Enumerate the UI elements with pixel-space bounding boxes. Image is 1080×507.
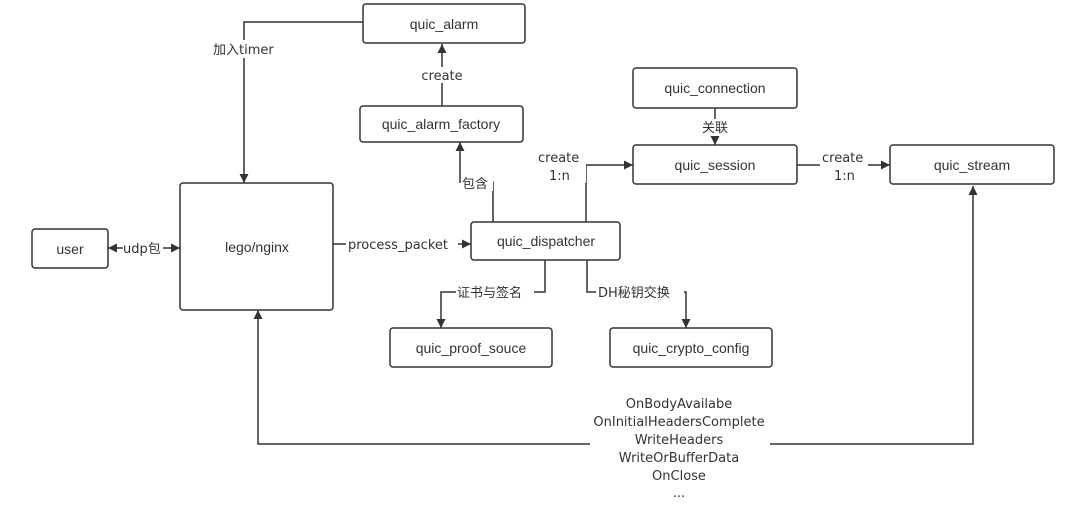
label-cert-sign: 证书与签名 — [457, 285, 522, 301]
callback-item: WriteOrBufferData — [619, 451, 739, 466]
node-quic-alarm[interactable]: quic_alarm — [362, 3, 526, 44]
label-contains: 包含 — [462, 176, 488, 192]
label-create-session-1: create — [538, 151, 579, 166]
label-udp-packet: udp包 — [123, 242, 161, 257]
label-add-timer: 加入timer — [213, 43, 274, 58]
node-quic-stream-label: quic_stream — [934, 157, 1010, 173]
label-create-alarm: create — [421, 69, 462, 84]
node-quic-alarm-factory-label: quic_alarm_factory — [382, 116, 500, 132]
node-quic-connection[interactable]: quic_connection — [632, 67, 798, 109]
callback-item: ... — [673, 486, 685, 501]
node-user[interactable]: user — [31, 228, 109, 269]
label-bg-create-session — [536, 149, 586, 183]
node-quic-crypto-config-label: quic_crypto_config — [633, 340, 750, 356]
callback-list: OnBodyAvailabe OnInitialHeadersComplete … — [593, 397, 764, 501]
label-bg-relate — [697, 119, 733, 136]
node-lego-nginx[interactable]: lego/nginx — [179, 182, 334, 311]
label-bg-contains — [461, 174, 493, 191]
edge-alarm-to-nginx — [239, 21, 363, 183]
label-bg-dh-key — [596, 284, 684, 301]
node-quic-dispatcher-label: quic_dispatcher — [497, 233, 595, 249]
label-bg-add-timer — [208, 40, 284, 58]
edge-stream-nginx-callbacks — [253, 186, 978, 445]
node-quic-proof-souce[interactable]: quic_proof_souce — [389, 327, 553, 368]
label-bg-cert-sign — [456, 284, 534, 301]
label-create-session-2: 1:n — [549, 169, 570, 184]
label-process-packet: process_packet — [348, 238, 448, 253]
node-quic-alarm-factory[interactable]: quic_alarm_factory — [359, 105, 524, 143]
callback-item: WriteHeaders — [635, 433, 724, 448]
node-lego-nginx-label: lego/nginx — [225, 239, 289, 255]
edge-dispatcher-to-session — [585, 160, 633, 222]
label-dh-key-exchange: DH秘钥交换 — [598, 285, 670, 301]
node-quic-alarm-label: quic_alarm — [410, 16, 478, 32]
node-quic-crypto-config[interactable]: quic_crypto_config — [609, 327, 773, 368]
label-relate: 关联 — [702, 121, 728, 136]
node-user-label: user — [56, 241, 84, 257]
label-bg-create-stream — [820, 149, 868, 183]
callback-item: OnClose — [652, 469, 706, 484]
node-quic-connection-label: quic_connection — [664, 80, 765, 96]
node-quic-dispatcher[interactable]: quic_dispatcher — [470, 221, 621, 261]
node-quic-proof-souce-label: quic_proof_souce — [416, 340, 527, 356]
callback-item: OnInitialHeadersComplete — [593, 415, 764, 430]
label-create-stream-1: create — [822, 151, 863, 166]
node-quic-session-label: quic_session — [675, 157, 756, 173]
node-quic-stream[interactable]: quic_stream — [889, 144, 1055, 185]
label-bg-process-packet — [346, 236, 458, 253]
label-create-stream-2: 1:n — [834, 169, 855, 184]
callback-item: OnBodyAvailabe — [626, 397, 733, 412]
label-bg-create-alarm — [418, 67, 466, 83]
node-quic-session[interactable]: quic_session — [632, 144, 798, 185]
